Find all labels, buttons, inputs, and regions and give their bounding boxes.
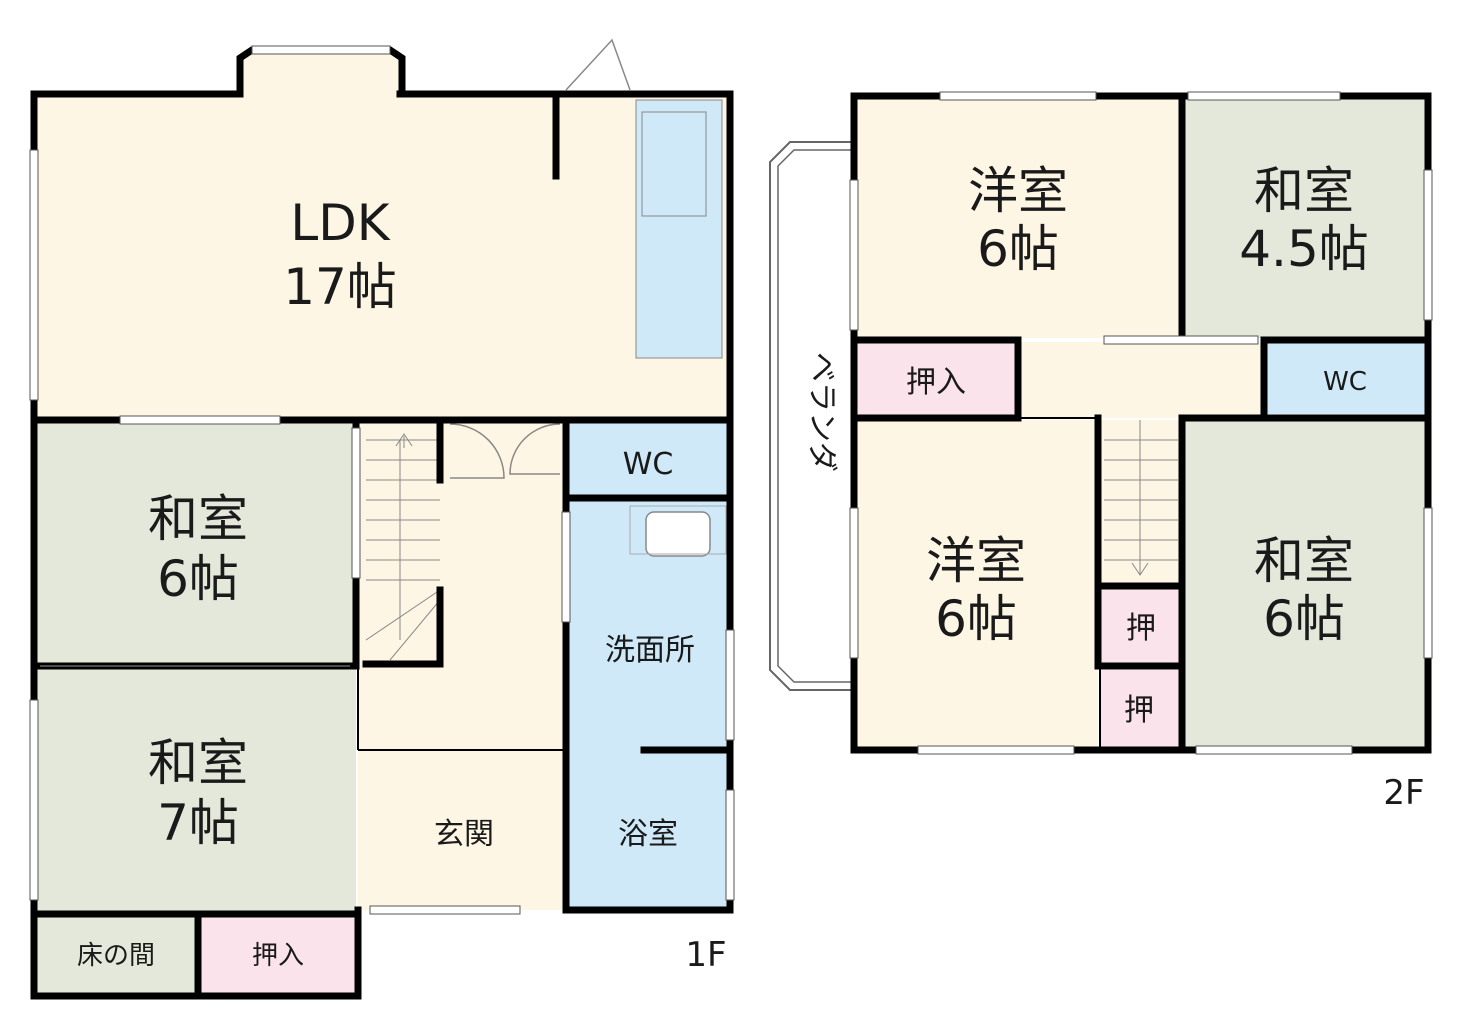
washitsu-6-2f-name: 和室 bbox=[1254, 532, 1354, 590]
senmenjo-label: 洗面所 bbox=[605, 633, 695, 668]
washitsu-6-2f-room bbox=[1184, 420, 1426, 748]
ldk-name: LDK bbox=[290, 194, 390, 252]
wc-2f-room bbox=[1264, 342, 1426, 414]
washitsu-7-size: 7帖 bbox=[157, 794, 239, 852]
veranda-label: ベランダ bbox=[804, 352, 839, 472]
windows-2f bbox=[849, 91, 1433, 755]
kitchen-counter bbox=[635, 99, 723, 359]
sink bbox=[641, 111, 707, 217]
oshiire-1f-room bbox=[198, 914, 358, 996]
washbasin-icon bbox=[645, 511, 711, 557]
hall-2f bbox=[1018, 342, 1264, 418]
washitsu-6-size: 6帖 bbox=[157, 550, 239, 608]
stairs-2f bbox=[1104, 420, 1178, 576]
genkan-label: 玄関 bbox=[434, 817, 494, 852]
washitsu-6-2f-size: 6帖 bbox=[1263, 590, 1345, 648]
bay-window bbox=[240, 50, 400, 94]
washitsu-7-room bbox=[34, 666, 356, 914]
washitsu-6-room bbox=[34, 420, 356, 666]
yoshitsu-bottom-name: 洋室 bbox=[926, 532, 1026, 590]
washitsu-45-size: 4.5帖 bbox=[1239, 220, 1369, 278]
wc-1f-room bbox=[566, 420, 730, 498]
washitsu-45-room bbox=[1184, 98, 1426, 338]
oshiire-1f-label: 押入 bbox=[252, 941, 304, 971]
tokonoma-room bbox=[34, 914, 198, 996]
yoshitsu-top-name: 洋室 bbox=[968, 162, 1068, 220]
yokushitsu-label: 浴室 bbox=[618, 817, 678, 852]
yokushitsu-room bbox=[566, 750, 730, 910]
oshi-2-label: 押 bbox=[1124, 693, 1154, 728]
wc-1f-label: WC bbox=[623, 447, 674, 482]
oshiire-2f-room bbox=[856, 342, 1018, 418]
yoshitsu-top-size: 6帖 bbox=[977, 220, 1059, 278]
stairs-1f bbox=[365, 433, 441, 661]
floor-1f: LDK 17帖 和室 6帖 和室 7帖 床の間 押入 玄関 WC 洗面所 浴室 … bbox=[29, 38, 735, 1000]
washitsu-7-name: 和室 bbox=[148, 734, 248, 792]
ldk-size: 17帖 bbox=[283, 258, 397, 316]
veranda bbox=[769, 141, 852, 691]
yoshitsu-bottom-room bbox=[856, 420, 1098, 748]
walls-2f bbox=[850, 92, 1432, 754]
oshi-1-room bbox=[1100, 588, 1182, 664]
floor-1f-label: 1F bbox=[685, 935, 726, 975]
oshiire-2f-label: 押入 bbox=[906, 365, 966, 400]
wc-2f-label: WC bbox=[1323, 367, 1367, 397]
oshi-2-room bbox=[1100, 670, 1182, 748]
floor-2f: 洋室 6帖 和室 4.5帖 押入 WC 洋室 6帖 和室 6帖 押 押 ベランダ… bbox=[769, 91, 1433, 813]
yoshitsu-top-room bbox=[856, 98, 1182, 338]
tokonoma-label: 床の間 bbox=[77, 941, 155, 971]
yoshitsu-bottom-size: 6帖 bbox=[935, 590, 1017, 648]
ldk-room bbox=[34, 94, 730, 420]
washitsu-45-name: 和室 bbox=[1254, 162, 1354, 220]
oshi-1-label: 押 bbox=[1126, 611, 1156, 646]
floor-2f-label: 2F bbox=[1383, 773, 1424, 813]
washitsu-6-name: 和室 bbox=[148, 490, 248, 548]
